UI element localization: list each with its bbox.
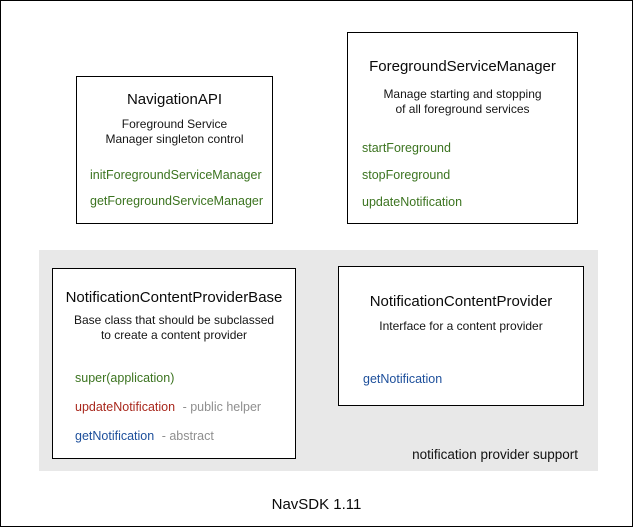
method-getNotification: getNotification - abstract [75, 428, 295, 444]
method-annotation: - public helper [182, 400, 262, 414]
description-line: Base class that should be subclassed [73, 313, 275, 327]
class-description: Foreground Service Manager singleton con… [77, 117, 272, 147]
class-title: NavigationAPI [126, 91, 223, 108]
description-line: of all foreground services [395, 102, 530, 116]
method-super-application: super(application) [75, 370, 295, 386]
method-name: getNotification [75, 429, 155, 443]
class-box-navigation-api: NavigationAPI Foreground Service Manager… [76, 76, 273, 224]
method-startForeground: startForeground [362, 140, 577, 156]
method-initForegroundServiceManager: initForegroundServiceManager [90, 167, 272, 183]
method-name: getForegroundServiceManager [90, 194, 264, 208]
class-title: ForegroundServiceManager [369, 58, 556, 75]
method-stopForeground: stopForeground [362, 167, 577, 183]
method-list: super(application) updateNotification - … [53, 370, 295, 444]
description-line: Manager singleton control [105, 132, 244, 146]
method-name: initForegroundServiceManager [90, 168, 262, 182]
method-name: getNotification [363, 372, 443, 386]
panel-label: notification provider support [412, 447, 578, 462]
sdk-version-label: NavSDK 1.11 [271, 496, 362, 513]
method-list: startForeground stopForeground updateNot… [348, 140, 577, 210]
method-name: updateNotification [362, 195, 463, 209]
class-description: Interface for a content provider [339, 319, 583, 334]
method-getNotification: getNotification [363, 371, 583, 387]
method-getForegroundServiceManager: getForegroundServiceManager [90, 193, 272, 209]
class-title: NotificationContentProviderBase [65, 289, 283, 306]
description-line: to create a content provider [100, 328, 248, 342]
description-line: Manage starting and stopping [383, 87, 542, 101]
method-list: getNotification [339, 371, 583, 387]
method-updateNotification: updateNotification - public helper [75, 399, 295, 415]
method-list: initForegroundServiceManager getForegrou… [77, 167, 272, 209]
class-description: Manage starting and stopping of all fore… [348, 87, 577, 117]
class-description: Base class that should be subclassed to … [53, 313, 295, 343]
method-name: super(application) [75, 371, 175, 385]
class-box-notification-content-provider-base: NotificationContentProviderBase Base cla… [52, 268, 296, 459]
class-title: NotificationContentProvider [369, 293, 553, 310]
method-name: stopForeground [362, 168, 451, 182]
method-annotation: - abstract [161, 429, 214, 443]
description-line: Interface for a content provider [379, 319, 543, 333]
class-box-notification-content-provider: NotificationContentProvider Interface fo… [338, 266, 584, 406]
method-name: updateNotification [75, 400, 176, 414]
method-name: startForeground [362, 141, 451, 155]
class-box-foreground-service-manager: ForegroundServiceManager Manage starting… [347, 32, 578, 224]
description-line: Foreground Service [121, 117, 228, 131]
method-updateNotification: updateNotification [362, 194, 577, 210]
